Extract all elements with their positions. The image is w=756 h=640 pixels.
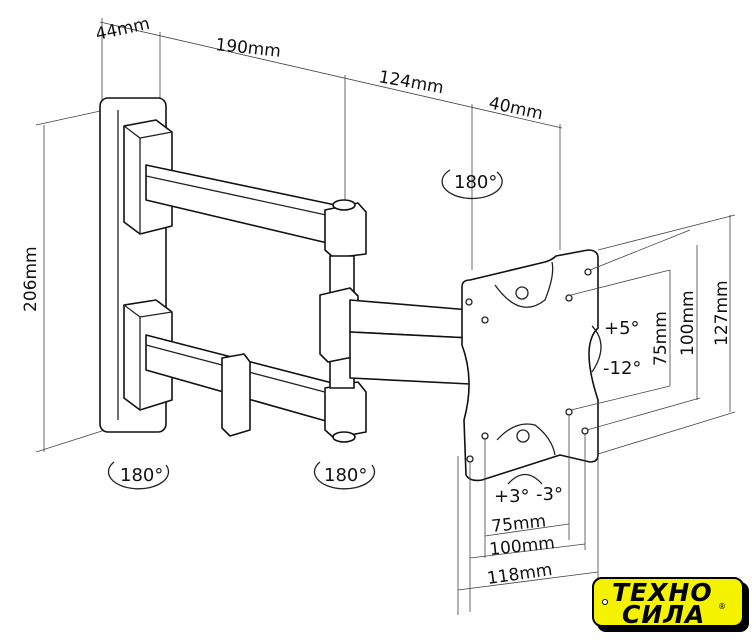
rotation-arm-label: 180° <box>324 465 367 486</box>
upper-arm <box>145 164 367 259</box>
dim-190mm: 190mm <box>214 35 281 62</box>
dim-plate-127mm: 127mm <box>712 280 732 346</box>
wall-plate <box>99 97 173 433</box>
dim-vesa-h-100mm: 100mm <box>488 533 555 560</box>
cable-hook <box>221 353 251 437</box>
tilt-up-label: +5° <box>604 318 640 339</box>
vesa-plate <box>461 249 599 482</box>
rotation-top: 180° <box>441 169 503 200</box>
swivel-right-label: -3° <box>536 484 563 505</box>
dim-206mm: 206mm <box>21 246 41 312</box>
dim-44mm: 44mm <box>94 14 152 45</box>
vesa-horizontal-dimension-lines <box>457 414 599 615</box>
tilt-down-label: -12° <box>603 358 641 379</box>
swivel-left-label: +3° <box>494 486 530 507</box>
rotation-wall-pivot: 180° <box>107 461 170 490</box>
logo-line2: СИЛА <box>622 600 705 629</box>
logo-line1: ТЕХНО <box>612 578 713 607</box>
dim-plate-118mm: 118mm <box>486 560 554 589</box>
top-dimension-lines <box>99 18 563 270</box>
dim-vesa-h-75mm: 75mm <box>490 511 547 537</box>
dim-vesa-v-75mm: 75mm <box>651 311 671 366</box>
height-dimension-lines <box>35 109 106 453</box>
dim-40mm: 40mm <box>487 93 545 124</box>
rotation-arm-pivot: 180° <box>313 461 376 490</box>
logo-registered-mark: ® <box>718 602 726 611</box>
tilt-indicator: +5° -12° <box>591 318 641 379</box>
tehnosila-logo: ТЕХНО СИЛА ® <box>592 577 749 632</box>
vesa-vertical-dimension-lines <box>570 214 736 455</box>
rotation-wall-label: 180° <box>120 465 163 486</box>
rotation-top-label: 180° <box>454 172 497 193</box>
swivel-indicator: +3° -3° <box>494 473 563 507</box>
pivot-column <box>319 255 471 389</box>
lower-arm <box>145 334 367 443</box>
dim-vesa-v-100mm: 100mm <box>678 290 698 356</box>
